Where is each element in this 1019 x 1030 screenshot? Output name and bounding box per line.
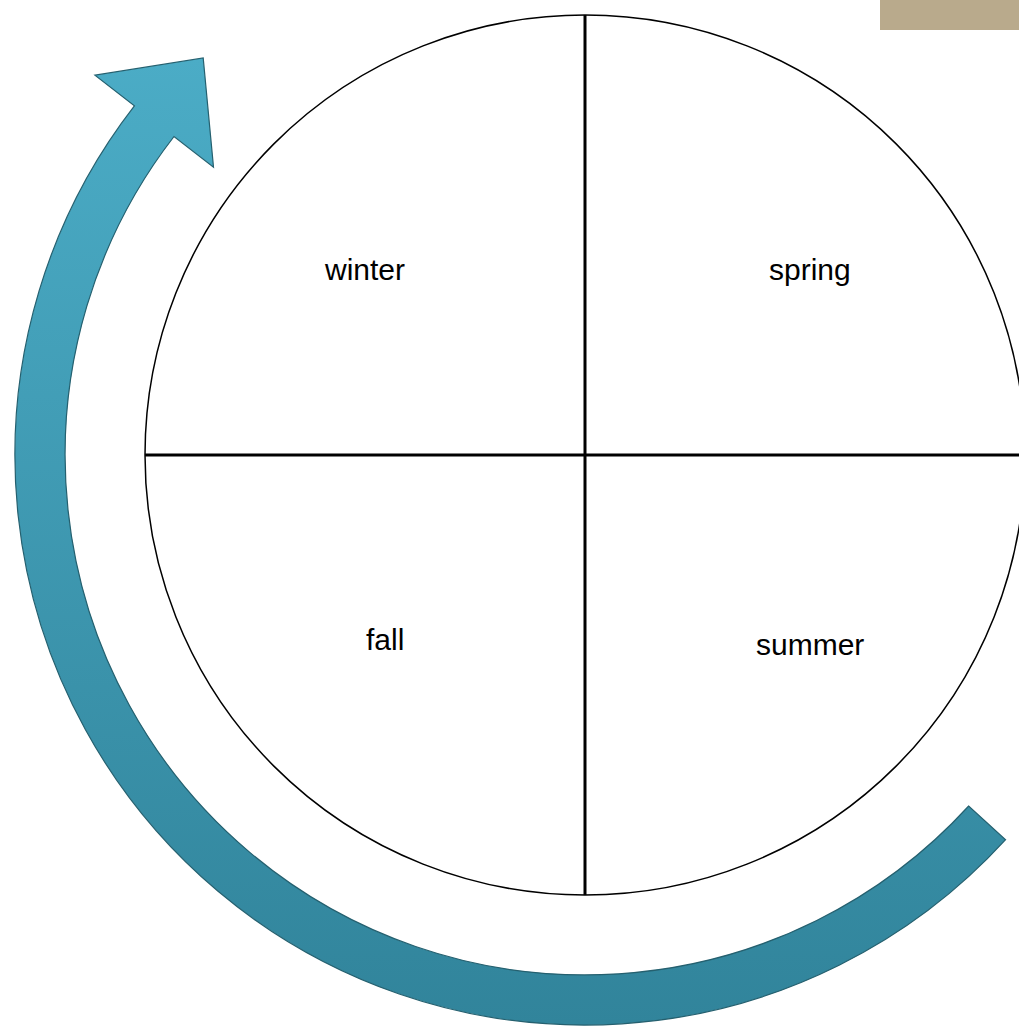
season-quadrant: summer [744, 619, 876, 671]
season-label: spring [769, 252, 851, 288]
season-quadrant: fall [354, 614, 416, 666]
photo-fragment [880, 0, 1019, 30]
season-label: fall [366, 622, 404, 658]
season-quadrant: spring [757, 244, 863, 296]
season-label: summer [756, 627, 864, 663]
divider-line [145, 454, 1019, 457]
season-quadrant: winter [313, 244, 417, 296]
season-label: winter [325, 252, 405, 288]
cycle-arrow [15, 58, 1006, 1025]
season-circle [145, 15, 1019, 895]
